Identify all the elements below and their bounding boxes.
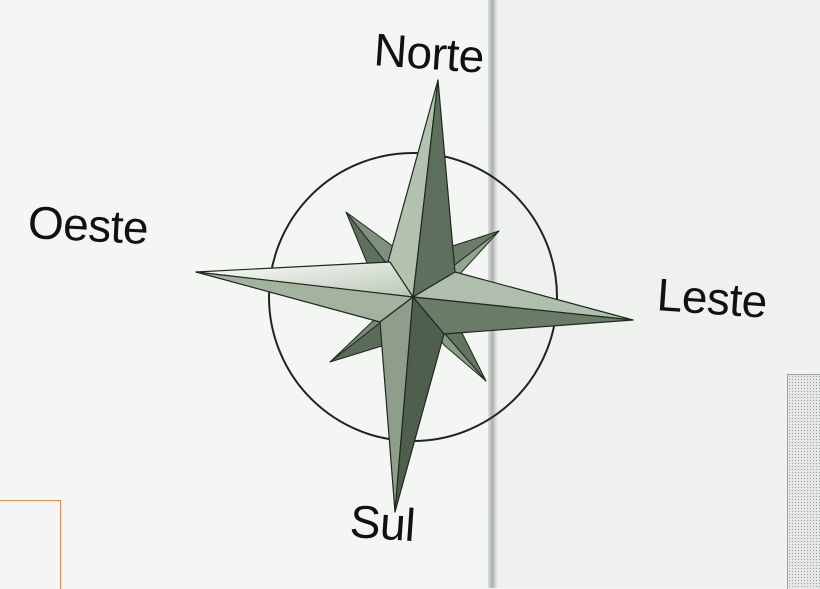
cardinal-points (196, 80, 633, 512)
label-north: Norte (373, 26, 486, 80)
label-west: Oeste (27, 199, 149, 251)
label-east: Leste (656, 271, 769, 325)
label-south: Sul (348, 498, 416, 548)
